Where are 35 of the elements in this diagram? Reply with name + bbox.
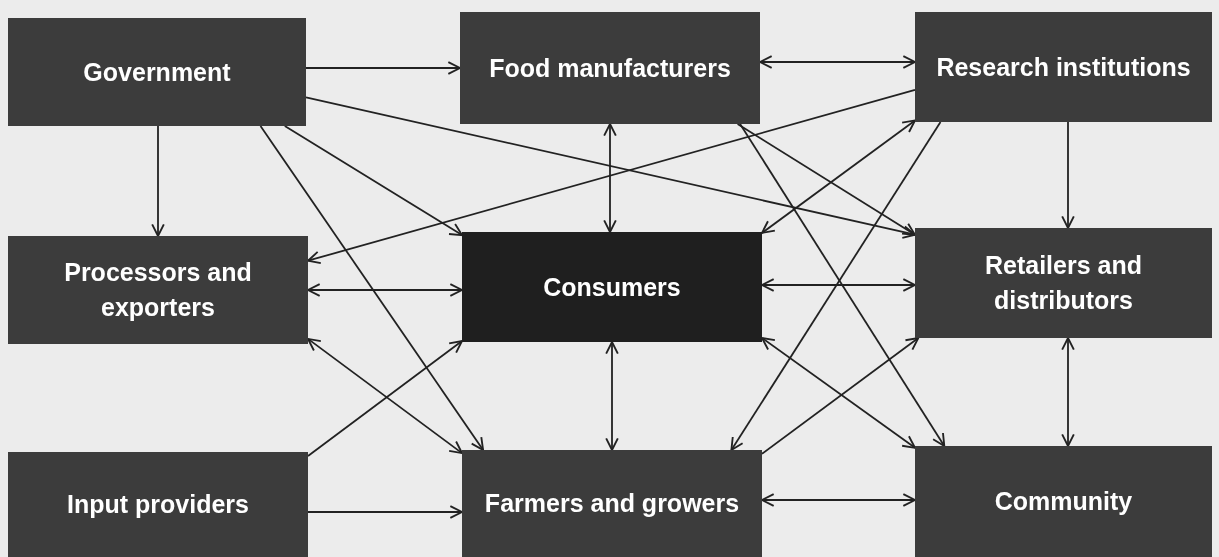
process-box (8, 236, 308, 344)
node-label: Retailers and distributors (984, 250, 1143, 316)
arrow (603, 123, 617, 233)
process-box (462, 450, 762, 557)
node-label: Processors and exporters (63, 257, 253, 323)
arrow (305, 61, 461, 75)
node-label: Community (994, 486, 1133, 517)
node-label: Input providers (67, 489, 249, 520)
arrow (307, 283, 463, 297)
process-box (460, 12, 760, 124)
process-box (8, 452, 308, 557)
node-label: Food manufacturers (489, 52, 731, 84)
process-box (915, 446, 1212, 557)
node-label: Government (83, 56, 231, 88)
arrow (151, 125, 165, 237)
arrow (761, 493, 916, 507)
arrow (736, 123, 916, 236)
arrow (761, 278, 916, 292)
node-label: Consumers (543, 271, 681, 303)
arrow (605, 341, 619, 451)
arrow (1061, 337, 1075, 447)
arrow (307, 505, 463, 519)
process-box (462, 232, 762, 342)
arrow (283, 125, 463, 237)
node-label: Research institutions (936, 51, 1191, 83)
arrow (307, 88, 916, 265)
process-box (915, 12, 1212, 122)
arrow (259, 125, 485, 451)
arrow (761, 119, 916, 234)
process-box (915, 228, 1212, 338)
arrow (1061, 121, 1075, 229)
arrow (759, 55, 916, 69)
arrow (305, 96, 916, 239)
node-label: Farmers and growers (484, 488, 740, 519)
process-box (8, 18, 306, 126)
